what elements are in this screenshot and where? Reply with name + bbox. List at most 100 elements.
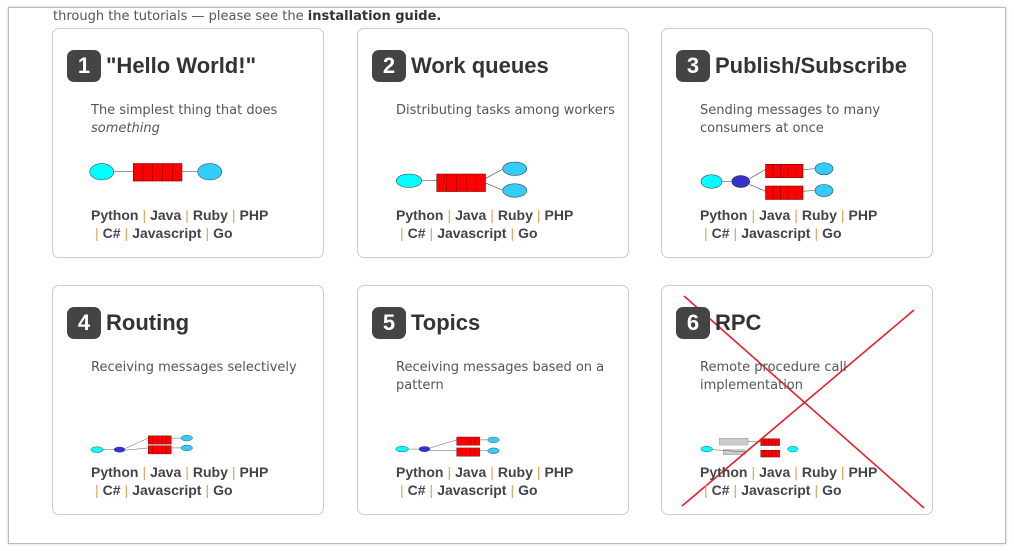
link-java[interactable]: Java	[759, 464, 791, 480]
link-php[interactable]: PHP	[544, 464, 574, 480]
separator: |	[536, 464, 541, 480]
link-python[interactable]: Python	[700, 464, 748, 480]
link-java[interactable]: Java	[150, 464, 182, 480]
link-ruby[interactable]: Ruby	[192, 464, 228, 480]
link-php[interactable]: PHP	[544, 207, 574, 223]
separator: |	[840, 464, 845, 480]
link-csharp[interactable]: C#	[407, 225, 426, 241]
link-javascript[interactable]: Javascript	[437, 482, 507, 498]
link-python[interactable]: Python	[91, 207, 139, 223]
link-php[interactable]: PHP	[239, 464, 269, 480]
page-frame: through the tutorials — please see the i…	[8, 7, 1006, 544]
tutorial-description: The simplest thing that does something	[91, 103, 278, 136]
link-go[interactable]: Go	[822, 225, 842, 241]
separator: |	[733, 482, 738, 498]
separator: |	[429, 482, 434, 498]
tutorial-title[interactable]: Topics	[411, 310, 481, 335]
separator: |	[95, 225, 99, 241]
language-links: Python|Java|Ruby|PHP|C#|Javascript|Go	[700, 463, 928, 499]
separator: |	[142, 464, 147, 480]
separator: |	[794, 464, 798, 480]
separator: |	[447, 207, 452, 223]
separator: |	[400, 225, 404, 241]
tutorial-card-3: 3 Publish/Subscribe Sending messages to …	[661, 28, 933, 258]
intro-text: through the tutorials — please see the i…	[53, 9, 442, 24]
tutorial-card-6: 6 RPC Remote procedure call implementati…	[661, 285, 933, 515]
link-php[interactable]: PHP	[848, 207, 878, 223]
link-javascript[interactable]: Javascript	[741, 482, 811, 498]
separator: |	[185, 464, 189, 480]
link-java[interactable]: Java	[150, 207, 182, 223]
topics-diagram	[395, 436, 500, 457]
link-go[interactable]: Go	[213, 225, 233, 241]
link-javascript[interactable]: Javascript	[437, 225, 507, 241]
link-javascript[interactable]: Javascript	[132, 482, 202, 498]
link-csharp[interactable]: C#	[711, 225, 730, 241]
separator: |	[510, 225, 515, 241]
link-ruby[interactable]: Ruby	[497, 464, 533, 480]
separator: |	[231, 207, 236, 223]
language-links: Python|Java|Ruby|PHP|C#|Javascript|Go	[396, 463, 624, 499]
tutorial-number-badge: 2	[372, 50, 406, 82]
tutorial-title[interactable]: RPC	[715, 310, 762, 335]
link-ruby[interactable]: Ruby	[192, 207, 228, 223]
link-python[interactable]: Python	[91, 464, 139, 480]
hello-world-diagram	[89, 163, 223, 182]
separator: |	[429, 225, 434, 241]
tutorial-description: Receiving messages based on a pattern	[396, 360, 605, 393]
separator: |	[536, 207, 541, 223]
link-javascript[interactable]: Javascript	[132, 225, 202, 241]
link-csharp[interactable]: C#	[102, 225, 121, 241]
tutorial-card-2: 2 Work queues Distributing tasks among w…	[357, 28, 629, 258]
link-ruby[interactable]: Ruby	[497, 207, 533, 223]
link-java[interactable]: Java	[759, 207, 791, 223]
separator: |	[142, 207, 147, 223]
tutorial-description: Distributing tasks among workers	[396, 103, 615, 118]
link-python[interactable]: Python	[700, 207, 748, 223]
link-javascript[interactable]: Javascript	[741, 225, 811, 241]
link-ruby[interactable]: Ruby	[801, 464, 837, 480]
separator: |	[510, 482, 515, 498]
tutorial-card-5: 5 Topics Receiving messages based on a p…	[357, 285, 629, 515]
tutorial-title[interactable]: "Hello World!"	[106, 53, 257, 78]
separator: |	[205, 225, 210, 241]
tutorial-number-badge: 1	[67, 50, 101, 82]
link-java[interactable]: Java	[455, 464, 487, 480]
link-python[interactable]: Python	[396, 207, 444, 223]
installation-guide-link[interactable]: installation guide.	[307, 9, 442, 24]
link-csharp[interactable]: C#	[102, 482, 121, 498]
tutorial-title[interactable]: Routing	[106, 310, 190, 335]
tutorial-number-badge: 3	[676, 50, 710, 82]
separator: |	[751, 207, 756, 223]
link-go[interactable]: Go	[213, 482, 233, 498]
link-go[interactable]: Go	[822, 482, 842, 498]
separator: |	[814, 482, 819, 498]
separator: |	[124, 225, 129, 241]
tutorial-number-badge: 6	[676, 307, 710, 339]
link-java[interactable]: Java	[455, 207, 487, 223]
separator: |	[124, 482, 129, 498]
link-php[interactable]: PHP	[239, 207, 269, 223]
link-ruby[interactable]: Ruby	[801, 207, 837, 223]
link-php[interactable]: PHP	[848, 464, 878, 480]
separator: |	[840, 207, 845, 223]
link-go[interactable]: Go	[518, 225, 538, 241]
separator: |	[490, 464, 494, 480]
pubsub-diagram	[700, 162, 834, 200]
separator: |	[794, 207, 798, 223]
link-go[interactable]: Go	[518, 482, 538, 498]
tutorial-description: Remote procedure call implementation	[700, 360, 847, 393]
link-csharp[interactable]: C#	[407, 482, 426, 498]
separator: |	[95, 482, 99, 498]
separator: |	[704, 225, 708, 241]
separator: |	[185, 207, 189, 223]
separator: |	[490, 207, 494, 223]
tutorial-title[interactable]: Work queues	[411, 53, 549, 78]
tutorial-card-1: 1 "Hello World!" The simplest thing that…	[52, 28, 324, 258]
tutorial-title[interactable]: Publish/Subscribe	[715, 53, 907, 78]
separator: |	[751, 464, 756, 480]
rpc-diagram	[700, 438, 799, 458]
link-python[interactable]: Python	[396, 464, 444, 480]
link-csharp[interactable]: C#	[711, 482, 730, 498]
language-links: Python|Java|Ruby|PHP|C#|Javascript|Go	[91, 463, 319, 499]
